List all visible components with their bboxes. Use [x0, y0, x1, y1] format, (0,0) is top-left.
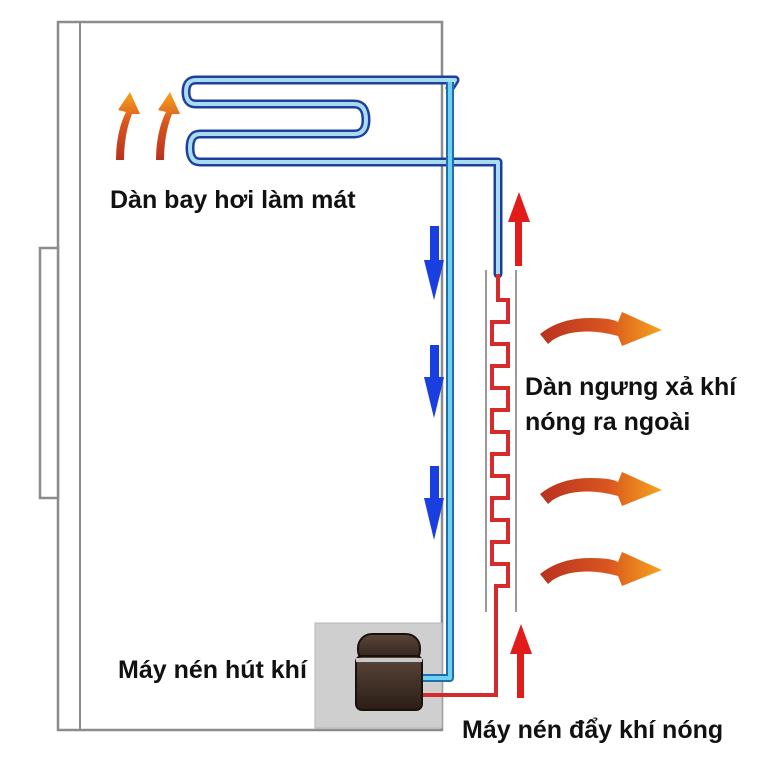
heat-out-arrow-icon — [540, 312, 662, 346]
flow-down-arrow-icon — [424, 226, 444, 300]
compressor-body — [355, 655, 423, 711]
hot-flow-arrows — [508, 192, 532, 698]
heat-rise-arrow-icon — [156, 92, 180, 160]
suction-tube-fill — [416, 82, 452, 680]
compressor-icon — [355, 633, 423, 711]
heat-rise-arrow-icon — [116, 92, 140, 160]
heat-rise-arrows — [116, 92, 180, 160]
compressor-suction-label: Máy nén hút khí — [118, 656, 307, 684]
cold-flow-arrows — [424, 226, 444, 540]
fridge-cabinet — [38, 20, 444, 732]
flow-down-arrow-icon — [424, 345, 444, 418]
heat-out-arrow-icon — [540, 552, 662, 586]
evaporator-tube-fill — [184, 78, 500, 276]
evaporator-label: Dàn bay hơi làm mát — [110, 186, 356, 214]
heat-out-arrows — [540, 312, 662, 586]
door-handle — [38, 246, 60, 500]
condenser — [416, 270, 517, 697]
flow-down-arrow-icon — [424, 466, 444, 540]
heat-out-arrow-icon — [540, 472, 662, 506]
flow-up-arrow-icon — [510, 624, 532, 698]
flow-up-arrow-icon — [508, 192, 530, 266]
evaporator-coil — [181, 75, 503, 279]
suction-line — [416, 82, 454, 682]
condenser-label-line1: Dàn ngưng xả khí — [525, 373, 737, 401]
condenser-coil — [416, 274, 510, 697]
compressor-discharge-label: Máy nén đẩy khí nóng — [462, 716, 724, 744]
condenser-label-line2: nóng ra ngoài — [525, 408, 691, 436]
compressor-band — [356, 658, 422, 662]
condenser-label: Dàn ngưng xả khí nóng ra ngoài — [525, 370, 775, 440]
